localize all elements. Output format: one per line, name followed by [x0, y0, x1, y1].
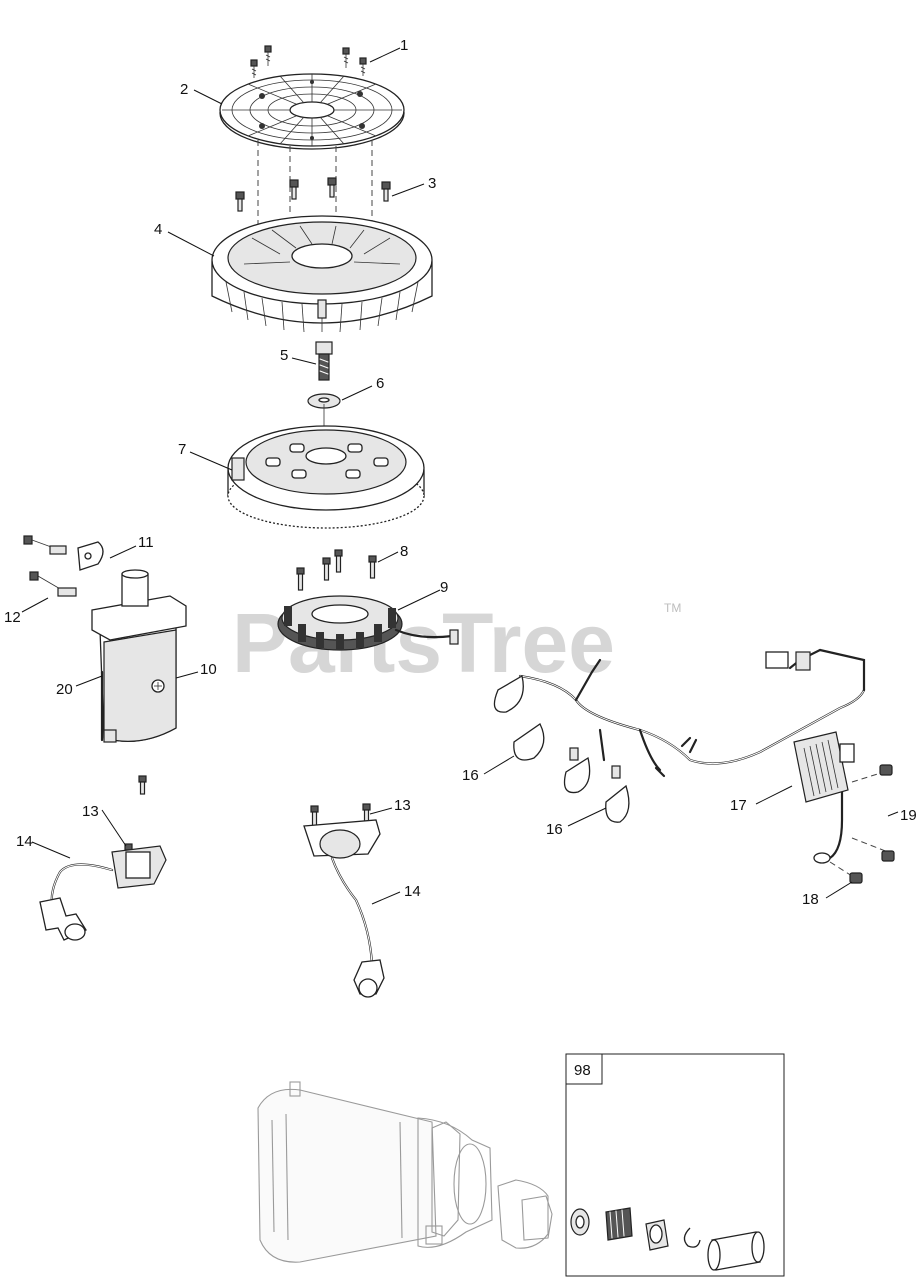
callout-19: 19 [900, 807, 917, 824]
callout-16-left: 16 [462, 767, 479, 784]
inset-spring [605, 1207, 633, 1241]
callout-labels: 1 2 3 4 5 6 7 8 9 10 11 12 13 13 14 14 1… [4, 37, 917, 908]
inset-label: 98 [574, 1062, 591, 1079]
inset-collar [645, 1219, 669, 1251]
callout-10: 10 [200, 661, 217, 678]
callout-12: 12 [4, 609, 21, 626]
part-5-flywheel-bolt [315, 341, 333, 381]
part-12-bolt [29, 571, 77, 597]
callout-5: 5 [280, 347, 288, 364]
callout-3: 3 [428, 175, 436, 192]
callout-11: 11 [138, 534, 154, 551]
callout-8: 8 [400, 543, 408, 560]
callout-17: 17 [730, 797, 747, 814]
part-2-rotating-screen [219, 73, 405, 150]
callout-4: 4 [154, 221, 162, 238]
inset-gear-pinion [570, 1208, 590, 1236]
callout-2: 2 [180, 81, 188, 98]
callout-6: 6 [376, 375, 384, 392]
part-14-ignition-coil-left [39, 845, 167, 941]
part-19-screw [851, 764, 895, 862]
part-11-bolt-and-bracket [23, 535, 104, 571]
part-16-cable-ties [493, 674, 630, 823]
part-7-flywheel [227, 425, 425, 529]
callout-7: 7 [178, 441, 186, 458]
part-1-screws [250, 45, 367, 78]
part-3-screws [235, 177, 391, 212]
part-18-screw [829, 861, 863, 884]
part-9-stator [277, 595, 459, 651]
callout-13-right: 13 [394, 797, 411, 814]
callout-14-right: 14 [404, 883, 421, 900]
part-10-ignition-module [91, 569, 187, 743]
callout-13-left: 13 [82, 803, 99, 820]
inset-98: 98 [565, 1053, 785, 1277]
callout-9: 9 [440, 579, 448, 596]
callout-18: 18 [802, 891, 819, 908]
part-17-wiring-harness-regulator [518, 648, 866, 864]
inset-retaining-clip [683, 1227, 701, 1248]
callout-1: 1 [400, 37, 408, 54]
part-4-cooling-fan [211, 215, 433, 333]
part-14-ignition-coil-right [303, 819, 385, 998]
part-8-screws [296, 549, 377, 591]
part-98-starter-motor [257, 1081, 553, 1263]
inset-sleeve [707, 1231, 765, 1271]
leader-lines [21, 47, 899, 905]
callout-20: 20 [56, 681, 73, 698]
callout-16-right: 16 [546, 821, 563, 838]
watermark-trademark: TM [664, 601, 681, 615]
callout-14-left: 14 [16, 833, 33, 850]
